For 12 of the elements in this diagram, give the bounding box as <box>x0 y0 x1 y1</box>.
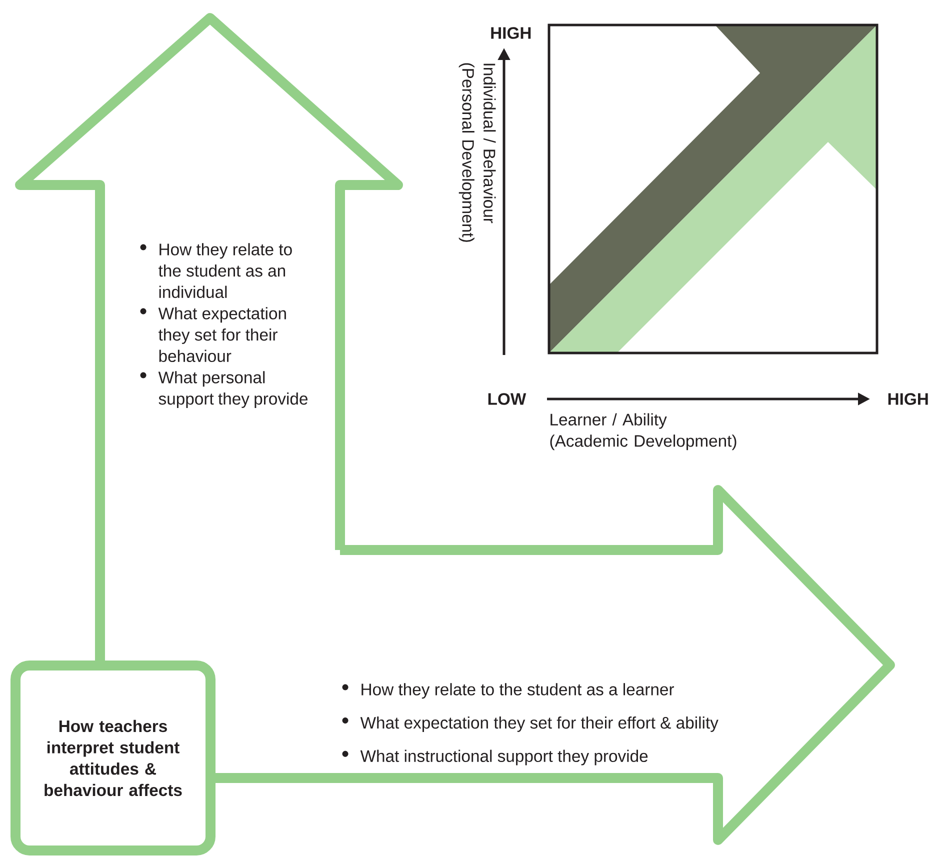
axis-label: LOW <box>488 393 526 405</box>
text-box: How teachers interpret student attitudes & behaviour affects <box>10 660 216 856</box>
node-label: What expectation they set for their behaviour <box>158 307 286 362</box>
axis-label: HIGH <box>888 393 928 405</box>
node-label: How they relate to the student as an individual <box>158 243 292 298</box>
axis-title: Learner / Ability (Academic Development) <box>550 413 736 450</box>
node-label: What instructional support they provide <box>360 750 648 766</box>
node-label: How they relate to the student as a learner <box>362 683 674 699</box>
axis-title: Individual / Behaviour (Personal Development) <box>458 63 496 242</box>
node-label: What personal support they provide <box>158 371 308 408</box>
node-label: What expectation they set for their effort & ability <box>360 716 718 732</box>
axis-label: HIGH <box>491 27 531 39</box>
